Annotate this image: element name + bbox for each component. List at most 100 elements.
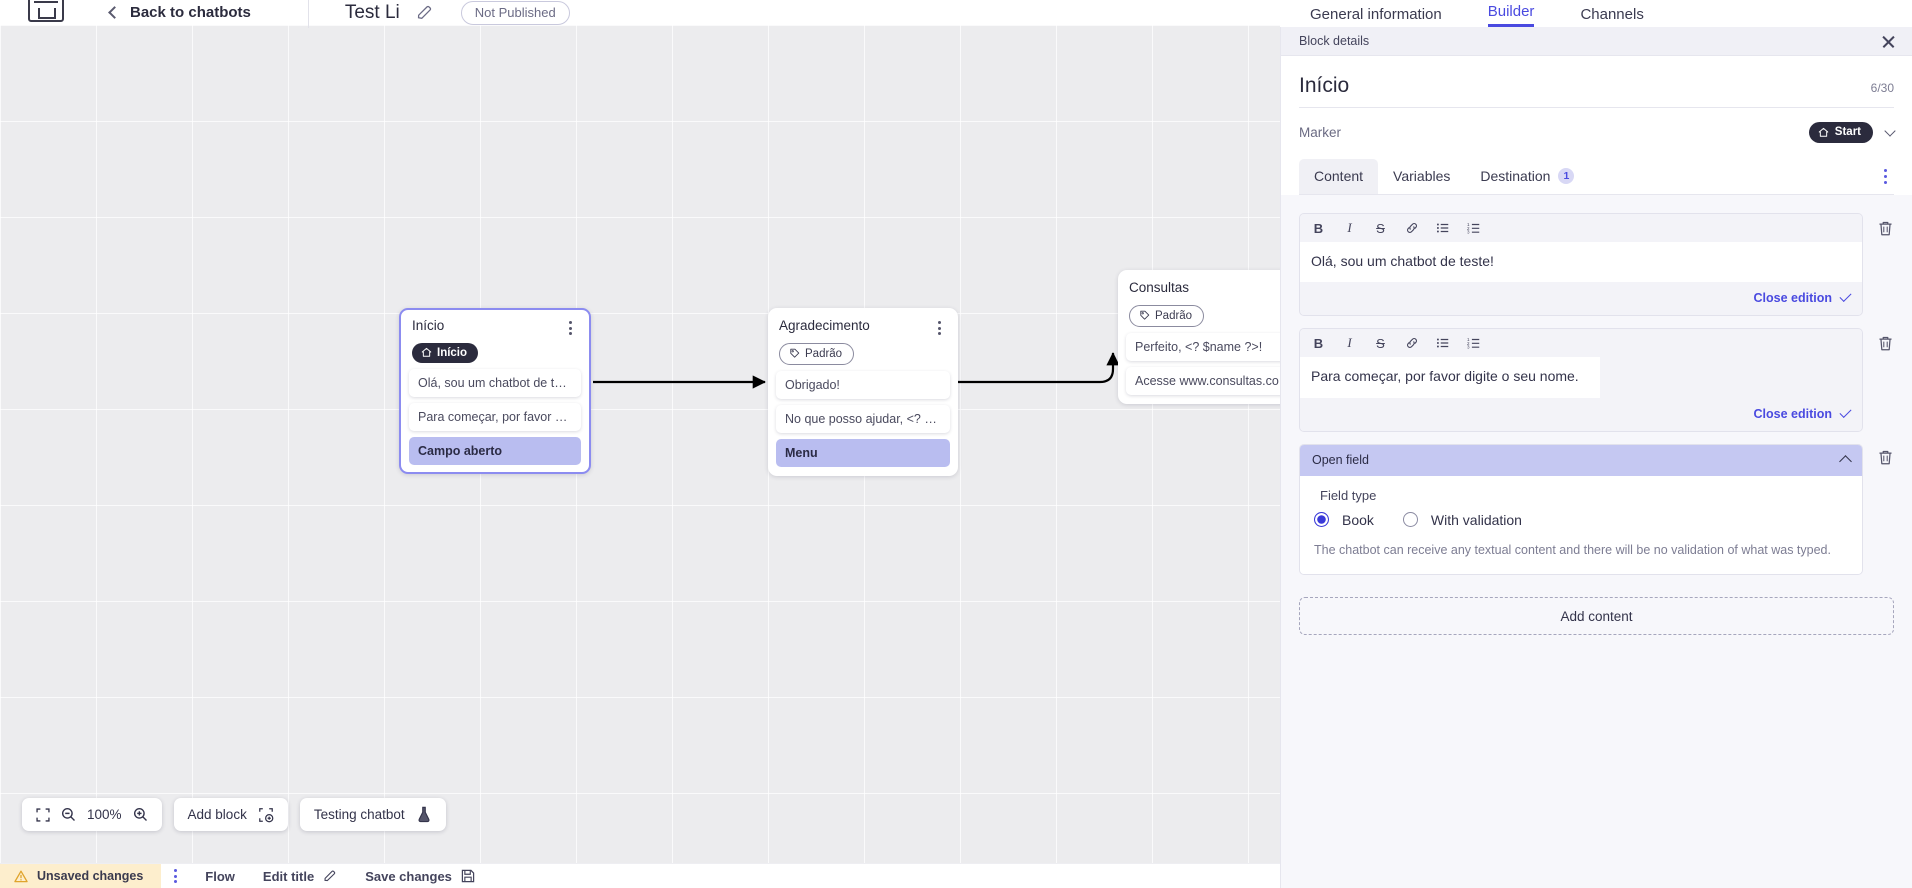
trash-icon[interactable]	[1877, 335, 1894, 352]
tab-content[interactable]: Content	[1299, 159, 1379, 194]
flow-node-agradecimento[interactable]: Agradecimento Padrão Obrigado! No que po…	[768, 308, 958, 476]
node-title: Consultas	[1129, 280, 1190, 295]
block-title[interactable]: Início	[1299, 74, 1350, 97]
open-field-block: Open field Field type Book With validati…	[1299, 443, 1894, 576]
flow-node-consultas[interactable]: Consultas Padrão Perfeito, <? $name ?>! …	[1118, 270, 1311, 404]
bold-icon[interactable]: B	[1313, 220, 1324, 236]
header-divider	[307, 0, 309, 28]
numbered-list-icon[interactable]: 1 2 3	[1466, 335, 1481, 351]
strikethrough-icon[interactable]: S	[1376, 335, 1385, 351]
node-row[interactable]: Para começar, por favor digite o ...	[409, 403, 581, 431]
marker-start-pill[interactable]: Start	[1808, 122, 1873, 143]
marker-label: Marker	[1299, 125, 1342, 140]
svg-text:1: 1	[1467, 222, 1470, 227]
testing-chatbot-label: Testing chatbot	[313, 807, 405, 822]
node-row-campo-aberto[interactable]: Campo aberto	[409, 437, 581, 465]
close-edition-button[interactable]: Close edition	[1753, 405, 1852, 421]
link-icon[interactable]	[1404, 335, 1419, 351]
trash-icon[interactable]	[1877, 220, 1894, 237]
node-header: Início	[401, 318, 589, 335]
check-icon	[1839, 290, 1852, 303]
flow-button[interactable]: Flow	[205, 869, 235, 884]
italic-icon[interactable]: I	[1347, 220, 1352, 235]
radio-book[interactable]	[1314, 512, 1329, 528]
back-to-chatbots-link[interactable]: Back to chatbots	[108, 4, 251, 21]
destination-count-badge: 1	[1558, 168, 1575, 184]
node-tag-label: Início	[437, 346, 468, 359]
node-menu-icon[interactable]	[932, 318, 946, 335]
zoom-in-icon[interactable]	[133, 807, 148, 822]
bullet-list-icon[interactable]	[1435, 335, 1450, 351]
zoom-out-icon[interactable]	[61, 807, 76, 822]
panel-tabs-menu-icon[interactable]	[1883, 169, 1887, 184]
content-block: B I S	[1299, 213, 1894, 317]
strikethrough-icon[interactable]: S	[1376, 220, 1385, 236]
panel-header-label: Block details	[1299, 34, 1370, 48]
field-type-options: Book With validation	[1314, 512, 1848, 528]
testing-chatbot-button[interactable]: Testing chatbot	[299, 798, 446, 831]
radio-with-validation-label: With validation	[1430, 511, 1522, 528]
open-field-title: Open field	[1312, 452, 1369, 467]
close-icon[interactable]	[1881, 34, 1896, 49]
bullet-list-icon[interactable]	[1435, 220, 1450, 236]
svg-text:3: 3	[1467, 345, 1470, 350]
save-changes-button[interactable]: Save changes	[365, 869, 475, 884]
rich-text-editor[interactable]: B I S	[1299, 328, 1863, 432]
add-block-button[interactable]: Add block	[173, 798, 288, 831]
editor-text[interactable]: Para começar, por favor digite o seu nom…	[1300, 357, 1600, 398]
node-row[interactable]: Perfeito, <? $name ?>!	[1126, 332, 1303, 361]
tab-general-information[interactable]: General information	[1310, 6, 1442, 23]
numbered-list-icon[interactable]: 1 2 3	[1466, 220, 1481, 236]
node-row[interactable]: Olá, sou um chatbot de teste!	[409, 369, 581, 397]
close-edition-label: Close edition	[1753, 406, 1832, 421]
flow-node-inicio[interactable]: Início Início Olá, sou um chatbot de tes…	[399, 308, 591, 474]
brand-logo-icon[interactable]	[28, 0, 64, 22]
tab-destination-label: Destination	[1480, 168, 1551, 184]
node-tag-start: Início	[412, 343, 479, 363]
pencil-icon[interactable]	[416, 4, 433, 21]
tab-destination[interactable]: Destination 1	[1465, 159, 1589, 194]
status-bar-menu-icon[interactable]	[174, 869, 178, 883]
editor-text[interactable]: Olá, sou um chatbot de teste!	[1300, 242, 1862, 283]
tab-content-label: Content	[1314, 168, 1364, 184]
node-menu-icon[interactable]	[563, 318, 577, 335]
link-icon[interactable]	[1404, 220, 1419, 236]
tab-builder[interactable]: Builder	[1487, 0, 1535, 27]
tab-channels[interactable]: Channels	[1580, 6, 1644, 23]
radio-with-validation[interactable]	[1402, 512, 1418, 528]
node-row-menu[interactable]: Menu	[776, 438, 950, 467]
open-field-description: The chatbot can receive any textual cont…	[1314, 542, 1831, 557]
node-row[interactable]: No que posso ajudar, <? $name ...	[776, 404, 950, 433]
edit-title-button[interactable]: Edit title	[263, 869, 337, 884]
editor-toolbar: B I S	[1300, 214, 1862, 242]
node-row[interactable]: Acesse www.consultas.com par...	[1126, 366, 1303, 395]
node-tag-label: Padrão	[1155, 309, 1193, 322]
check-icon	[1839, 405, 1852, 418]
editor-footer: Close edition	[1300, 397, 1862, 431]
italic-icon[interactable]: I	[1347, 335, 1352, 351]
close-edition-label: Close edition	[1753, 291, 1832, 306]
bold-icon[interactable]: B	[1313, 335, 1324, 351]
trash-icon[interactable]	[1877, 449, 1894, 466]
radio-book-label: Book	[1342, 511, 1374, 528]
node-title: Agradecimento	[779, 318, 870, 333]
block-title-row: Início 6/30	[1299, 56, 1894, 107]
tag-icon	[790, 348, 800, 358]
rich-text-editor[interactable]: B I S	[1299, 213, 1863, 317]
fit-screen-icon[interactable]	[36, 807, 50, 822]
add-content-button[interactable]: Add content	[1299, 597, 1894, 636]
panel-header: Block details	[1281, 27, 1912, 56]
tab-variables[interactable]: Variables	[1378, 159, 1465, 194]
close-edition-button[interactable]: Close edition	[1753, 290, 1852, 306]
node-row[interactable]: Obrigado!	[776, 370, 950, 399]
flask-icon	[416, 806, 432, 823]
unsaved-changes-indicator: Unsaved changes	[0, 863, 162, 888]
chevron-up-icon[interactable]	[1839, 454, 1852, 468]
flow-label: Flow	[205, 868, 235, 884]
edit-title-label: Edit title	[262, 868, 315, 884]
zoom-control-group[interactable]: 100%	[22, 798, 162, 831]
svg-text:2: 2	[1467, 341, 1470, 346]
open-field-header[interactable]: Open field	[1300, 444, 1862, 476]
svg-text:3: 3	[1467, 230, 1470, 235]
chevron-down-icon[interactable]	[1884, 124, 1896, 137]
